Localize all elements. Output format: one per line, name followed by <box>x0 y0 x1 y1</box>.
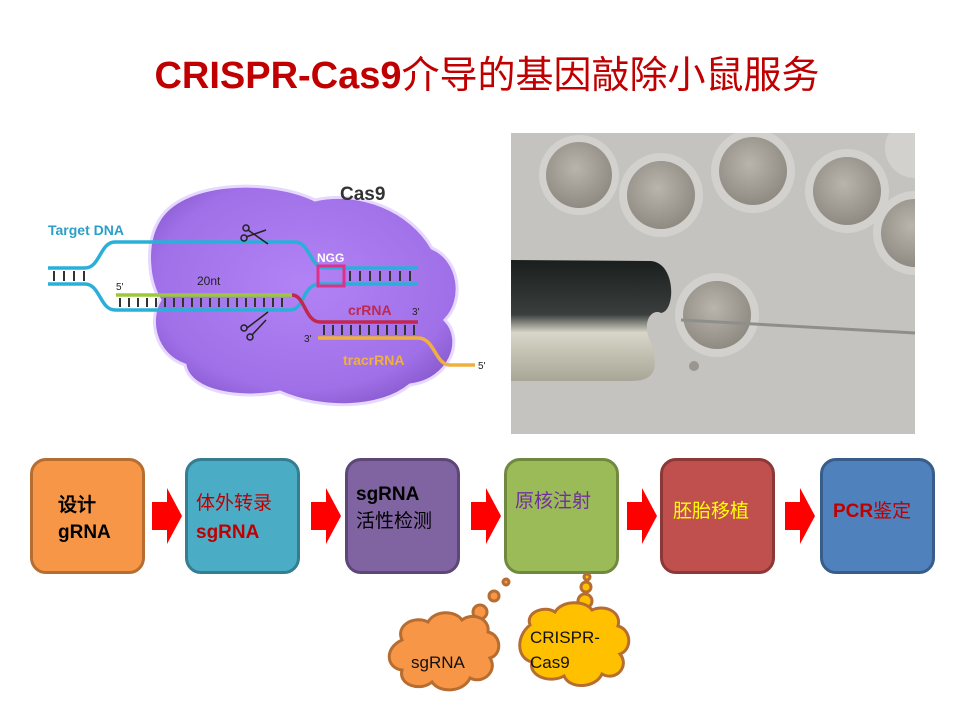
spacer-20nt-label: 20nt <box>197 274 221 288</box>
arrow-right-icon <box>311 488 341 544</box>
step-label-line1: PCR <box>833 501 874 522</box>
zygote-cells <box>539 133 915 371</box>
thought-clouds <box>387 572 631 692</box>
cloud-crispr-label-line1: CRISPR- <box>530 628 600 647</box>
target-dna-label: Target DNA <box>48 222 124 238</box>
dna-top-strand <box>48 240 418 270</box>
step-label-line2: 活性检测 <box>356 510 433 532</box>
step-label-line2: gRNA <box>58 522 111 543</box>
crrna-three-prime: 3' <box>412 307 420 318</box>
cloud-sgrna <box>387 611 501 692</box>
step-pronuclear-injection: 原核注射 <box>504 458 619 574</box>
five-prime-spacer-label: 5' <box>116 282 124 293</box>
dna-bottom-strand <box>48 282 418 312</box>
arrow-right-icon <box>471 488 501 544</box>
scissors-icon-bottom <box>240 311 269 341</box>
holding-pipette <box>511 260 672 381</box>
step-label-line1: 体外转录 <box>196 492 273 514</box>
arrow-right-icon <box>627 488 657 544</box>
step-pcr-identification: PCR鉴定 <box>820 458 935 574</box>
arrow-right-icon <box>152 488 182 544</box>
step-sgrna-activity-test: sgRNA 活性检测 <box>345 458 460 574</box>
slide-title: CRISPR-Cas9介导的基因敲除小鼠服务 <box>0 44 974 99</box>
step-in-vitro-transcription: 体外转录 sgRNA <box>185 458 300 574</box>
crrna-label: crRNA <box>348 302 392 318</box>
crrna-base-pairs <box>323 325 415 335</box>
step-label-line1: sgRNA <box>356 484 420 505</box>
thought-bubble-dots-sgrna <box>471 577 511 621</box>
dna-base-pairs-left <box>53 271 85 281</box>
pam-ngg-box <box>316 264 346 288</box>
crrna-strand <box>291 293 418 324</box>
pam-ngg-label: NGG <box>317 251 344 265</box>
cloud-sgrna-label: sgRNA <box>411 653 465 672</box>
title-english: CRISPR-Cas9 <box>154 55 402 97</box>
cas9-label: Cas9 <box>340 184 385 205</box>
step-label-line2: sgRNA <box>196 522 260 543</box>
cloud-crispr-label-line2: Cas9 <box>530 653 570 672</box>
step-label-line1: 设计 <box>58 494 97 516</box>
spacer-base-pairs <box>119 298 283 307</box>
tracrrna-strand <box>318 336 475 367</box>
step-label-line1: 原核注射 <box>515 490 592 512</box>
step-label-line1: 胚胎移植 <box>673 500 750 522</box>
title-chinese: 介导的基因敲除小鼠服务 <box>401 53 820 97</box>
step-label-line2: 鉴定 <box>873 500 912 522</box>
cas9-mechanism-diagram: Cas9 Target DNA NGG 5' 20nt crRNA 3' 3' … <box>48 184 486 407</box>
tracrrna-label: tracrRNA <box>343 352 404 368</box>
scissors-icon-top <box>240 224 269 245</box>
step-design-grna: 设计 gRNA <box>30 458 145 574</box>
dna-base-pairs-pam <box>349 271 411 281</box>
injection-needle <box>680 318 915 335</box>
step-embryo-transfer: 胚胎移植 <box>660 458 775 574</box>
thought-bubble-dots-crispr <box>576 572 594 610</box>
tracrrna-three-prime: 3' <box>304 334 312 345</box>
cloud-crispr-cas9 <box>518 601 631 687</box>
arrow-right-icon <box>785 488 815 544</box>
tracrrna-five-prime: 5' <box>478 361 486 372</box>
microinjection-photo <box>511 133 915 434</box>
